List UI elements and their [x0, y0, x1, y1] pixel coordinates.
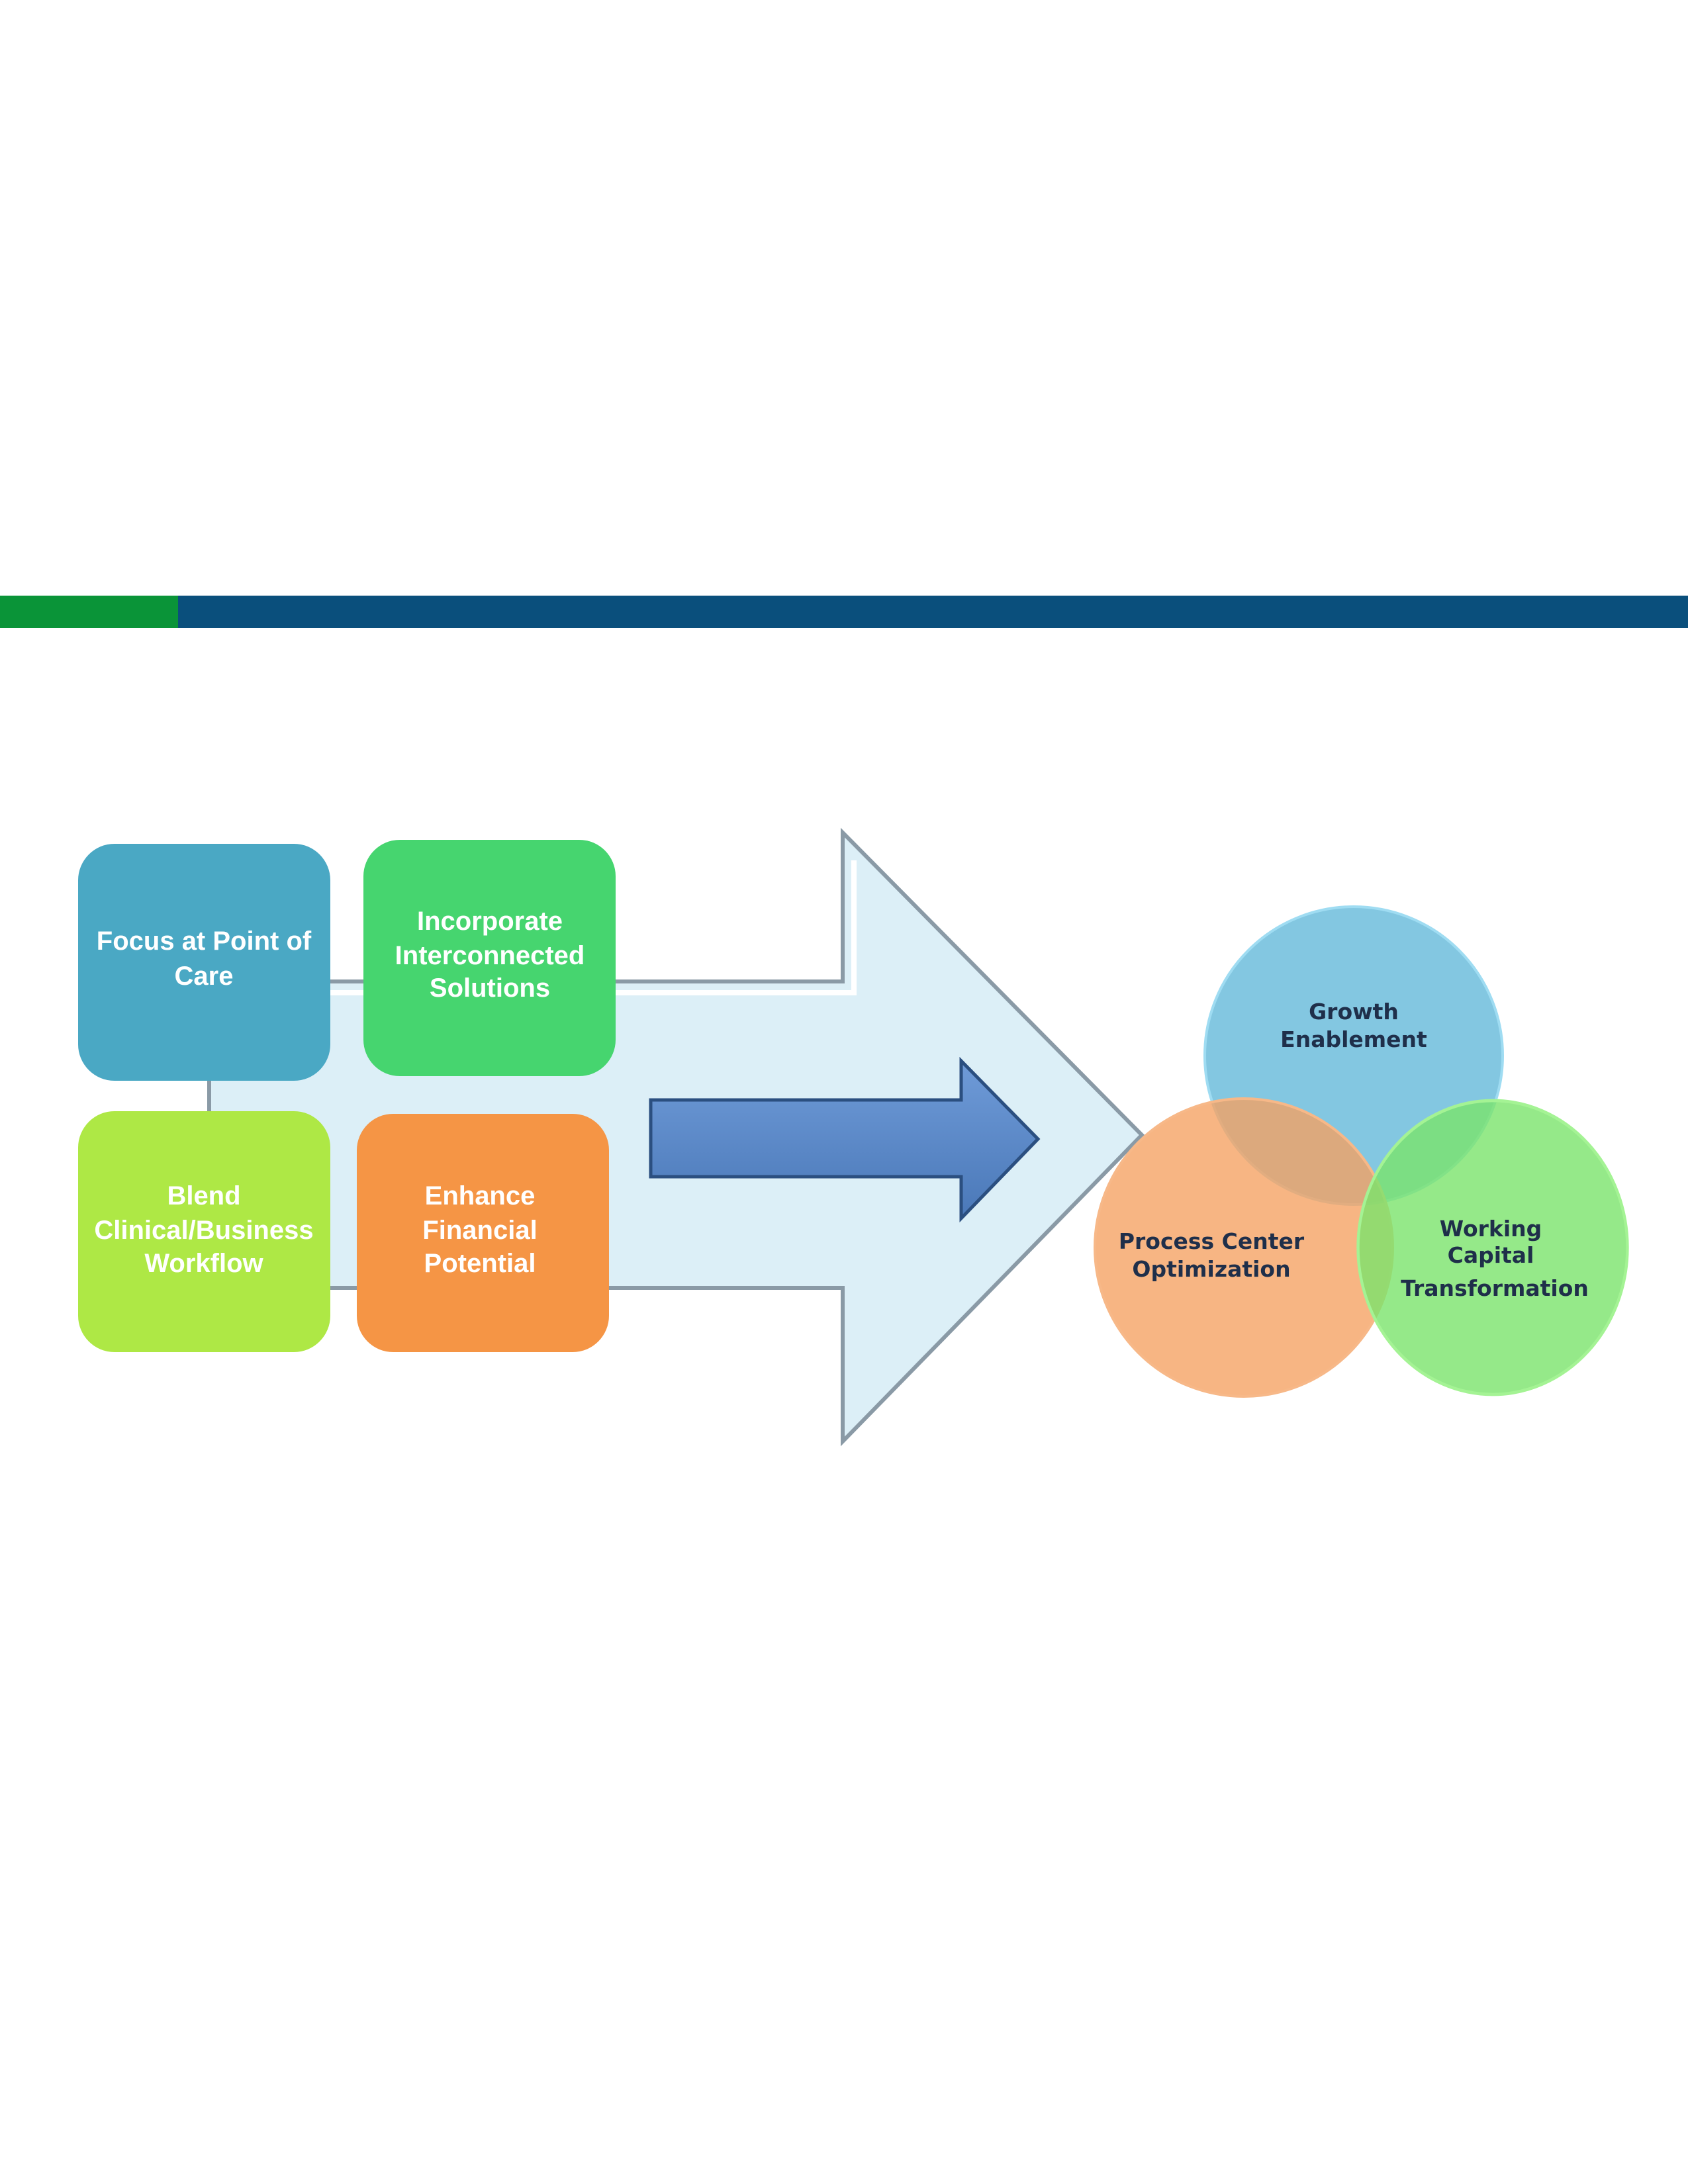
- circle-working-capital-transformation: [1356, 1099, 1629, 1396]
- box-label-line: Financial: [422, 1216, 537, 1245]
- input-box-focus-point-of-care: Focus at Point of Care: [78, 844, 330, 1081]
- box-label-line: Solutions: [430, 974, 550, 1003]
- circle-label-line: Enablement: [1280, 1026, 1427, 1052]
- circle-label-line: Working: [1440, 1216, 1542, 1242]
- circle-label-line: Transformation: [1401, 1275, 1589, 1301]
- box-label-line: Workflow: [144, 1249, 263, 1278]
- inner-blue-arrow: [649, 1056, 1041, 1223]
- circle-label-line: Process Center: [1119, 1228, 1305, 1254]
- box-label-line: Blend: [167, 1181, 240, 1210]
- box-label-line: Focus at Point of: [97, 927, 312, 956]
- box-label-line: Clinical/Business: [94, 1216, 313, 1245]
- header-bar-blue: [178, 596, 1688, 628]
- box-label-line: Incorporate: [417, 907, 563, 936]
- circle-label-line: Optimization: [1132, 1256, 1290, 1282]
- input-box-interconnected-solutions: Incorporate Interconnected Solutions: [363, 840, 616, 1076]
- box-label-line: Interconnected: [395, 941, 585, 970]
- circle-label-line: Capital: [1448, 1242, 1534, 1268]
- input-box-clinical-business-workflow: Blend Clinical/Business Workflow: [78, 1111, 330, 1352]
- header-bar-green: [0, 596, 178, 628]
- box-label-line: Care: [175, 962, 234, 991]
- circle-label-line: Growth: [1309, 999, 1399, 1024]
- box-label-line: Enhance: [425, 1181, 536, 1210]
- box-label-line: Potential: [424, 1249, 536, 1278]
- input-box-financial-potential: Enhance Financial Potential: [357, 1114, 609, 1352]
